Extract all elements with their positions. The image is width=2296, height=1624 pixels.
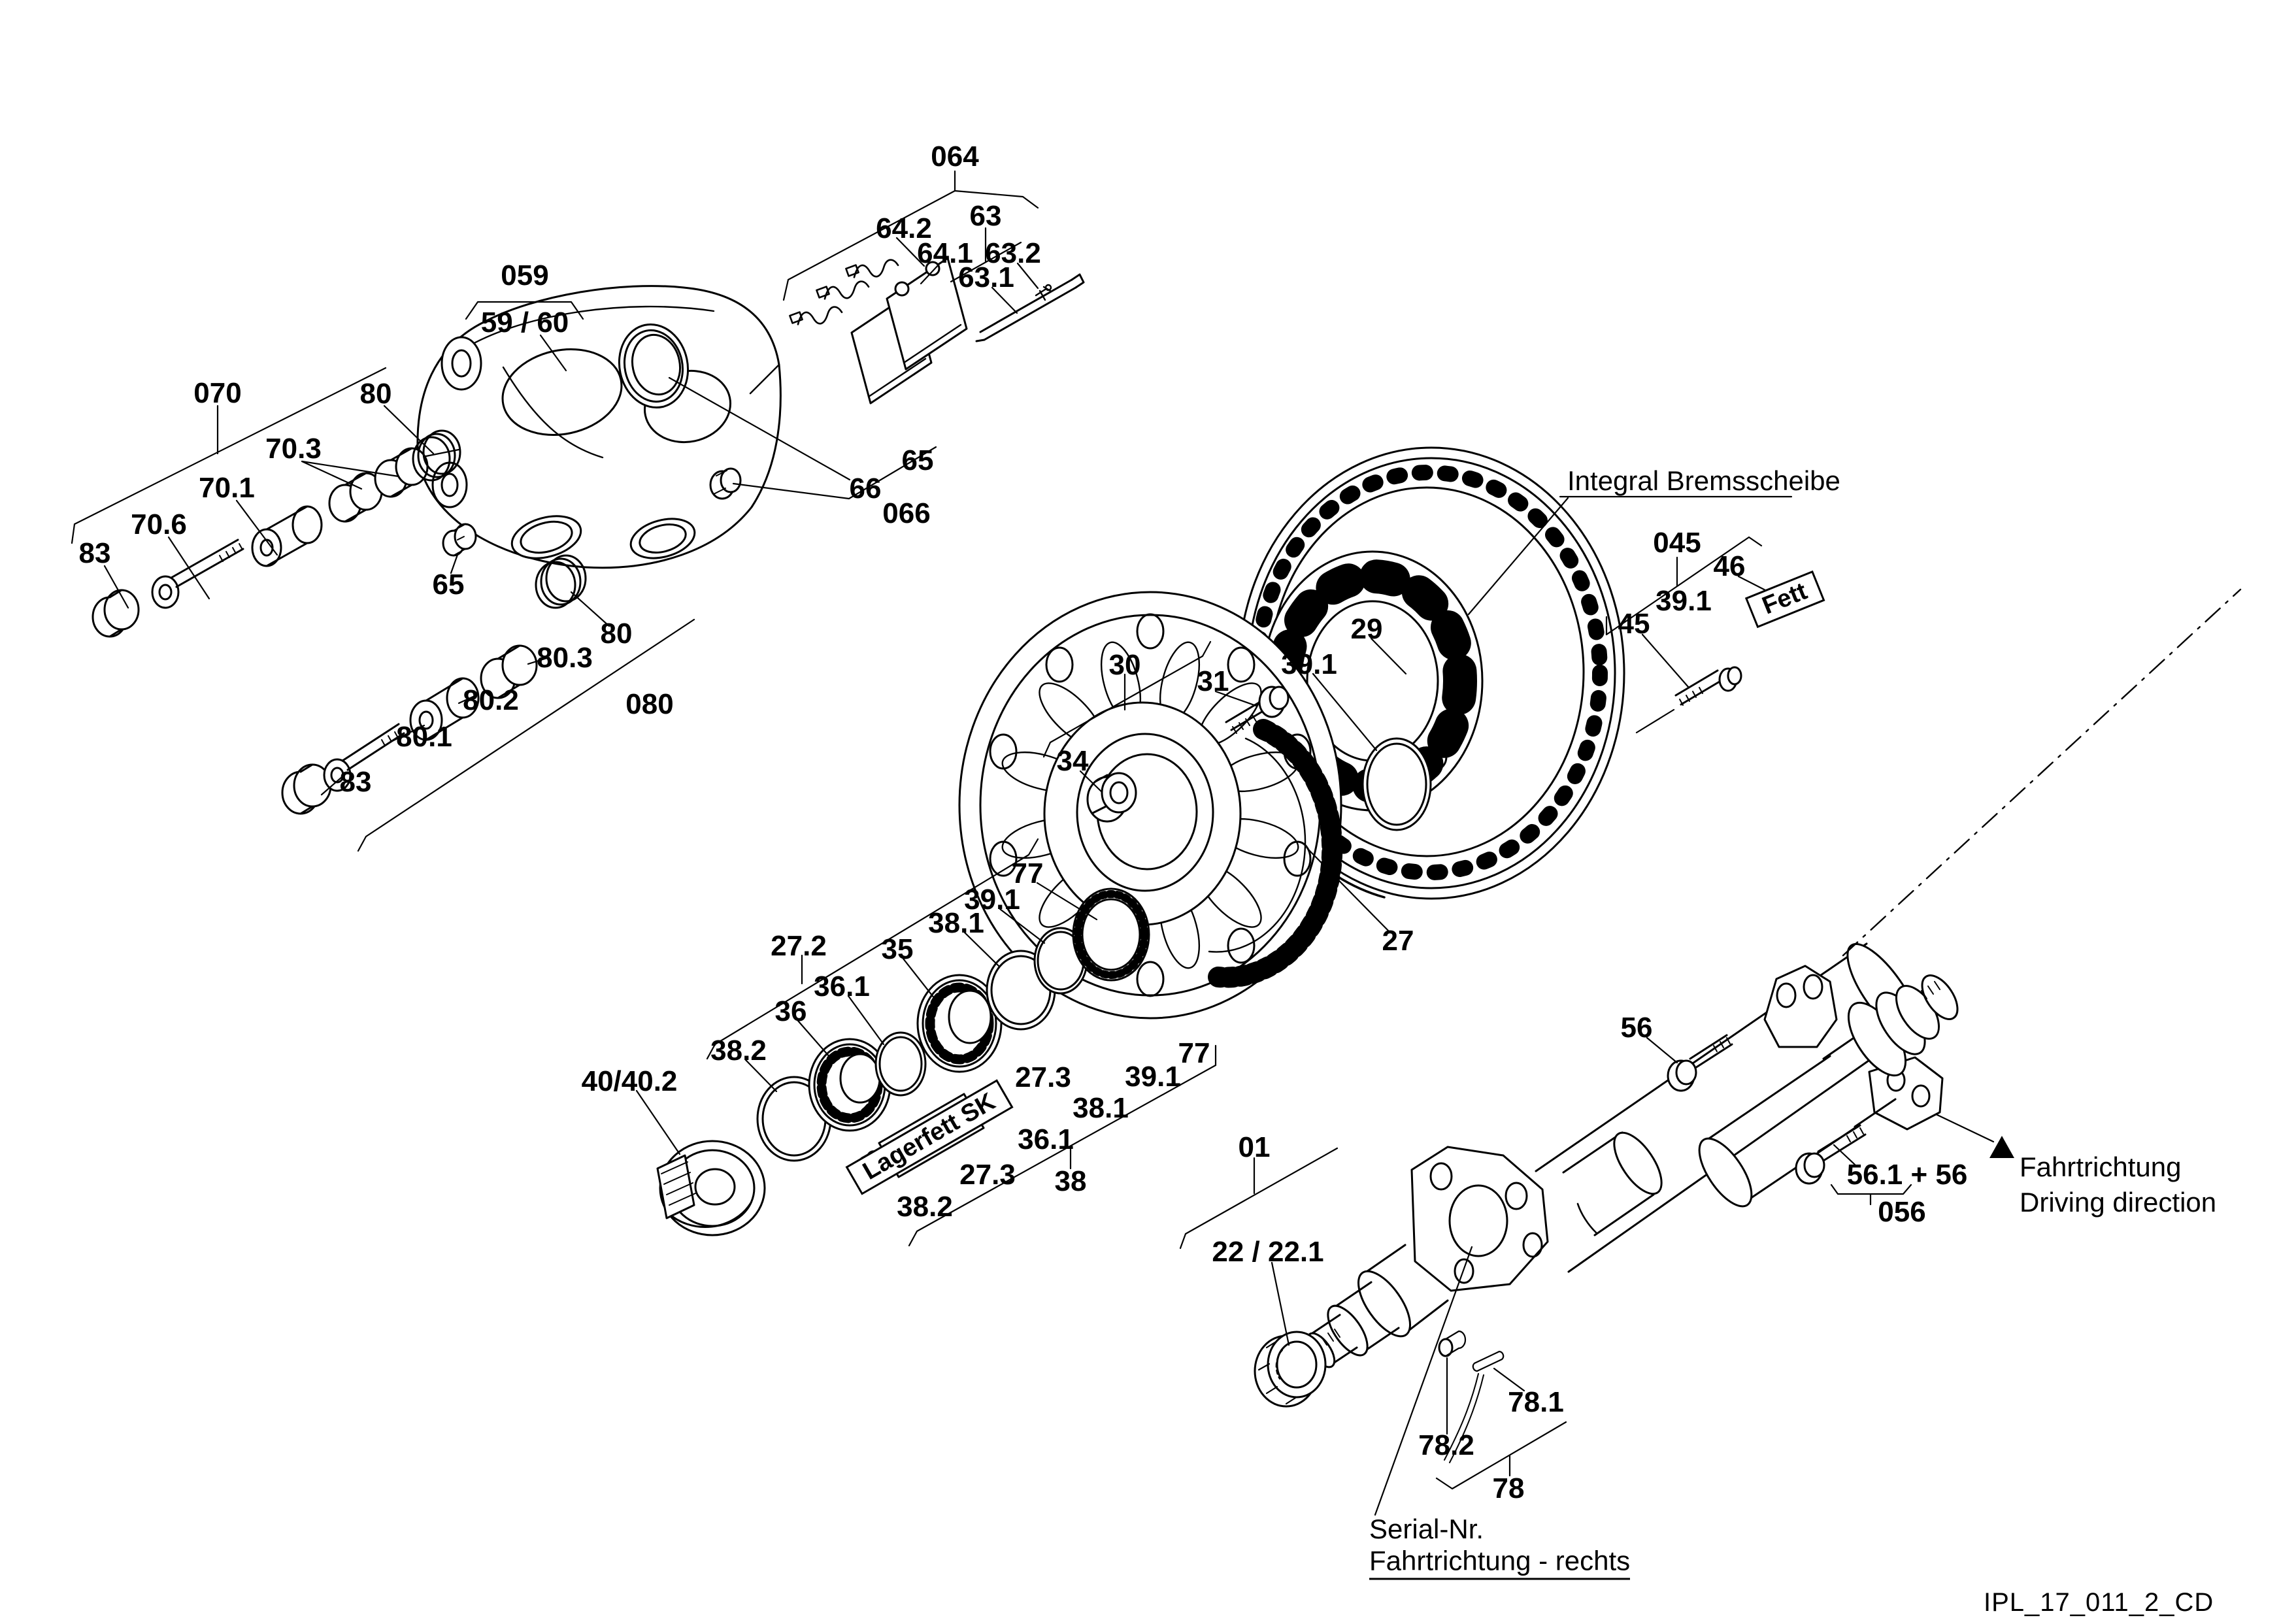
part-label-78.2: 78.2 bbox=[1418, 1429, 1474, 1461]
grease-hose-78 bbox=[1444, 1373, 1484, 1463]
axle-centerline bbox=[1842, 588, 2242, 957]
ring-36-1 bbox=[874, 1031, 927, 1097]
part-label-66: 66 bbox=[849, 472, 882, 505]
part-label-38.2: 38.2 bbox=[897, 1190, 953, 1223]
part-label-64.2: 64.2 bbox=[876, 212, 932, 244]
part-label-77: 77 bbox=[1011, 857, 1044, 889]
part-label-35: 35 bbox=[881, 933, 914, 965]
part-label-39.1: 39.1 bbox=[1281, 648, 1337, 680]
part-label-27: 27 bbox=[1382, 924, 1414, 957]
part-label-Fahrtrichtung: Fahrtrichtung bbox=[2020, 1151, 2182, 1182]
part-label-IPL_17_011_2_CD: IPL_17_011_2_CD bbox=[1984, 1588, 2214, 1617]
part-label-29: 29 bbox=[1350, 612, 1383, 645]
part-label-63.1: 63.1 bbox=[958, 261, 1014, 293]
part-label-65: 65 bbox=[901, 444, 934, 476]
bolt-45 bbox=[1674, 666, 1742, 706]
part-label-056: 056 bbox=[1878, 1195, 1926, 1228]
part-label-78: 78 bbox=[1492, 1472, 1525, 1504]
hub-cap bbox=[656, 1140, 766, 1236]
part-label-38.1: 38.1 bbox=[1073, 1091, 1129, 1124]
part-label-80: 80 bbox=[600, 617, 633, 650]
part-label-Driving-direction: Driving direction bbox=[2020, 1186, 2217, 1218]
part-label-80: 80 bbox=[359, 377, 392, 410]
pad-retainer-63-1 bbox=[975, 273, 1085, 342]
guide-pin-upper-group bbox=[92, 429, 477, 638]
part-label-83: 83 bbox=[339, 765, 372, 798]
part-label-070: 070 bbox=[193, 376, 242, 409]
brake-pads-group bbox=[789, 257, 1085, 405]
part-label-64.1: 64.1 bbox=[917, 237, 973, 269]
part-label-70.6: 70.6 bbox=[131, 508, 187, 540]
part-label-30: 30 bbox=[1108, 648, 1141, 681]
hub-bolt-31 bbox=[1225, 686, 1289, 734]
part-label-27.3: 27.3 bbox=[959, 1158, 1016, 1191]
part-label-36.1: 36.1 bbox=[1018, 1123, 1074, 1155]
part-label-39.1: 39.1 bbox=[964, 883, 1020, 916]
abs-ring-77 bbox=[1072, 887, 1150, 982]
leader-lines bbox=[71, 170, 1995, 1516]
part-label-80.3: 80.3 bbox=[537, 641, 593, 674]
part-label-78.1: 78.1 bbox=[1508, 1385, 1564, 1418]
part-label-38.1: 38.1 bbox=[928, 906, 984, 939]
caliper-seal-ring-66 bbox=[618, 323, 690, 409]
part-label-39.1: 39.1 bbox=[1125, 1060, 1181, 1093]
part-label-27.2: 27.2 bbox=[771, 929, 827, 962]
part-label-38.2: 38.2 bbox=[710, 1034, 767, 1067]
part-label-059: 059 bbox=[501, 259, 549, 291]
part-label-70.1: 70.1 bbox=[199, 471, 255, 504]
part-label-77: 77 bbox=[1178, 1036, 1210, 1069]
retainer-clip-63-2 bbox=[1035, 284, 1052, 301]
part-label-63.2: 63.2 bbox=[985, 237, 1041, 269]
wheel-hub bbox=[958, 591, 1343, 1019]
bearing-inner-36 bbox=[808, 1038, 891, 1132]
part-label-56.1-56: 56.1 + 56 bbox=[1846, 1158, 1968, 1191]
part-label-066: 066 bbox=[882, 497, 931, 529]
part-label-01: 01 bbox=[1238, 1131, 1271, 1163]
part-label-63: 63 bbox=[969, 199, 1002, 232]
part-label-65: 65 bbox=[432, 568, 465, 601]
part-label-38: 38 bbox=[1054, 1165, 1087, 1197]
part-label-34: 34 bbox=[1056, 744, 1089, 777]
part-label-56: 56 bbox=[1620, 1011, 1653, 1044]
axle-stub-right-056 bbox=[1562, 588, 2242, 1236]
part-label-45: 45 bbox=[1618, 607, 1650, 640]
part-label-22-22.1: 22 / 22.1 bbox=[1212, 1235, 1324, 1268]
o-ring-hub bbox=[1361, 737, 1432, 831]
part-label-46: 46 bbox=[1713, 550, 1746, 582]
part-label-Fahrtrichtung-rechts: Fahrtrichtung - rechts bbox=[1369, 1546, 1631, 1580]
part-label-36: 36 bbox=[774, 995, 807, 1027]
hub-fitting-small-parts bbox=[1438, 1330, 1505, 1463]
caliper-plug-65-right bbox=[709, 467, 742, 500]
guide-pin-lower-group bbox=[281, 554, 587, 815]
part-label-80.1: 80.1 bbox=[396, 720, 452, 753]
part-label-045: 045 bbox=[1653, 526, 1701, 559]
part-label-36.1: 36.1 bbox=[814, 970, 870, 1003]
part-label-31: 31 bbox=[1197, 665, 1229, 697]
part-label-Serial-Nr.: Serial-Nr. bbox=[1369, 1513, 1484, 1544]
part-label-40-40.2: 40/40.2 bbox=[581, 1065, 678, 1097]
part-label-83: 83 bbox=[78, 537, 111, 569]
part-label-Integral-Bremsscheibe: Integral Bremsscheibe bbox=[1567, 465, 1840, 496]
part-label-080: 080 bbox=[625, 688, 674, 720]
part-label-27.3: 27.3 bbox=[1015, 1061, 1071, 1093]
part-label-59-60: 59 / 60 bbox=[480, 306, 569, 339]
part-label-70.3: 70.3 bbox=[265, 432, 322, 465]
bearing-outer-35 bbox=[916, 974, 1003, 1073]
pad-wear-springs bbox=[789, 259, 899, 325]
part-label-80.2: 80.2 bbox=[463, 684, 519, 716]
bolt-56 bbox=[1667, 1034, 1733, 1092]
part-label-39.1: 39.1 bbox=[1655, 584, 1712, 617]
axle-nut-22 bbox=[1254, 1331, 1327, 1408]
driving-direction-arrow-icon bbox=[1989, 1136, 2014, 1158]
part-label-064: 064 bbox=[931, 140, 979, 173]
brake-caliper bbox=[416, 285, 782, 569]
bolt-56-1 bbox=[1795, 1124, 1867, 1185]
